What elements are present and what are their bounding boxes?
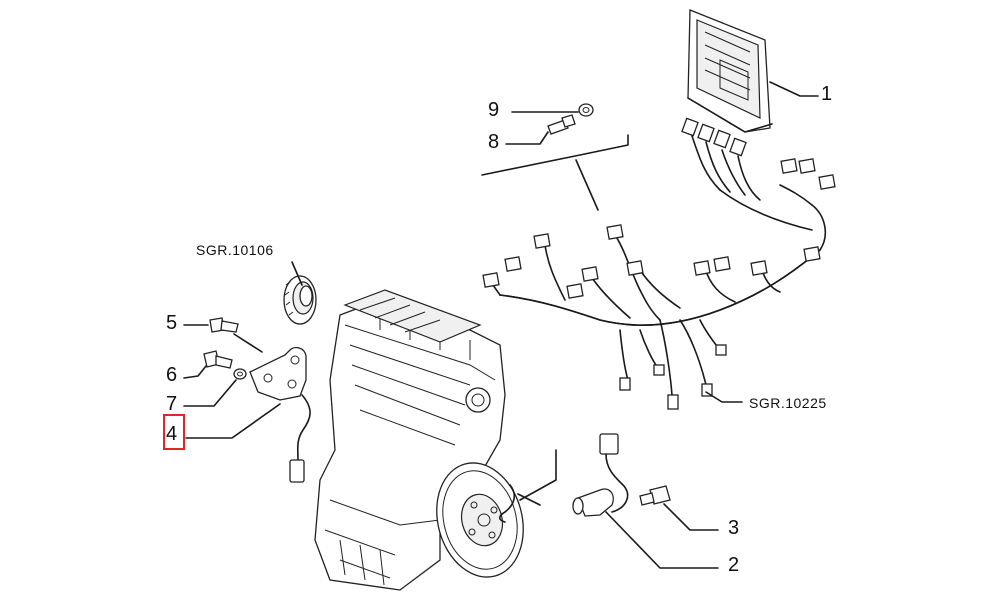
leader-line-8: [505, 131, 549, 145]
washer-part-9[interactable]: [578, 103, 594, 117]
washer-part-7[interactable]: [233, 368, 247, 380]
flywheel: [436, 462, 524, 578]
callout-6: 6: [166, 364, 178, 386]
reference-sgr-10225: SGR.10225: [749, 395, 827, 411]
leader-line-2: [605, 511, 719, 569]
engine-wiring-harness[interactable]: [489, 184, 827, 396]
bolt-part-3[interactable]: [639, 485, 671, 506]
ecu-control-unit[interactable]: [687, 9, 773, 133]
bracket-line-lower: [517, 449, 557, 506]
callout-7: 7: [166, 393, 178, 415]
crank-sensor-lead: [498, 484, 516, 523]
bracket-arrow: [575, 159, 599, 211]
callout-4[interactable]: 4: [166, 423, 178, 445]
leader-line-3: [663, 503, 719, 531]
callout-2: 2: [728, 554, 740, 576]
bolt-part-5[interactable]: [209, 317, 239, 333]
callout-8: 8: [488, 131, 500, 153]
callout-3: 3: [728, 517, 740, 539]
callout-9: 9: [488, 99, 500, 121]
callout-1: 1: [821, 83, 833, 105]
selected-callout-highlight: [163, 414, 185, 450]
leader-line-4: [185, 403, 281, 439]
callout-5: 5: [166, 312, 178, 334]
engine-block: [314, 289, 506, 591]
bolt-part-6[interactable]: [203, 350, 233, 369]
leader-line-5: [183, 324, 263, 353]
reference-sgr-10106: SGR.10106: [196, 242, 274, 258]
leader-line-1: [769, 81, 819, 97]
ecu-harness-connectors[interactable]: [681, 117, 761, 201]
leader-line-7: [183, 379, 237, 407]
harness-connector-plugs: [482, 158, 836, 410]
bracket-line: [481, 134, 629, 176]
leader-line-6: [183, 365, 207, 379]
crankshaft-sensor-part-2[interactable]: [572, 433, 629, 517]
leader-line-sgr-10106: [291, 261, 303, 286]
leader-line-sgr-10225: [705, 391, 743, 403]
bolt-part-8[interactable]: [547, 114, 576, 135]
camshaft-sensor-part-4[interactable]: [249, 346, 311, 483]
timing-pulley[interactable]: [283, 275, 317, 325]
